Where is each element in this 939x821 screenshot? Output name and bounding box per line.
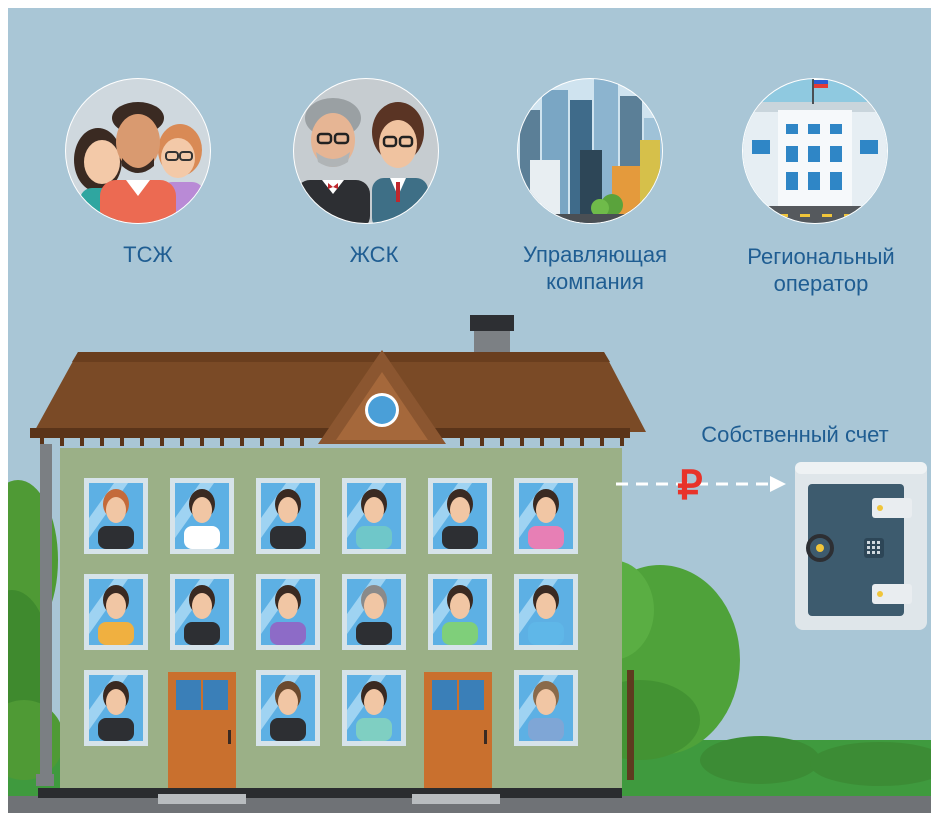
left-tree (8, 480, 64, 780)
resident-window (428, 478, 492, 554)
resident-window (514, 478, 578, 554)
resident-window (514, 574, 578, 650)
ruble-symbol: ₽ (677, 464, 703, 508)
resident-window (170, 574, 234, 650)
entity-label-management-company: Управляющая компания (522, 242, 668, 294)
windows-with-residents (84, 478, 578, 746)
resident-window (170, 478, 234, 554)
cooperative-members-icon (293, 78, 439, 224)
resident-window (342, 478, 406, 554)
safe-icon (795, 462, 927, 630)
city-buildings-icon (517, 78, 663, 224)
own-account-label: Собственный счет (701, 422, 889, 447)
resident-window (256, 574, 320, 650)
entity-label-regional-operator: Региональный оператор (747, 244, 895, 296)
payment-arrow (616, 476, 786, 492)
resident-window (342, 574, 406, 650)
residents-group-icon (65, 78, 211, 224)
resident-window (84, 670, 148, 746)
resident-window (84, 478, 148, 554)
entity-label-zhsk: ЖСК (349, 242, 399, 267)
bushes (700, 736, 931, 786)
government-building-icon (742, 78, 888, 224)
resident-window (84, 574, 148, 650)
resident-window (256, 478, 320, 554)
resident-window (342, 670, 406, 746)
resident-window (428, 574, 492, 650)
entity-label-tszh: ТСЖ (123, 242, 173, 267)
sky-background: ₽ ТСЖ ЖСК Управляющая компания Региональ… (8, 8, 931, 813)
illustration-canvas (8, 78, 931, 813)
resident-window (514, 670, 578, 746)
resident-window (256, 670, 320, 746)
